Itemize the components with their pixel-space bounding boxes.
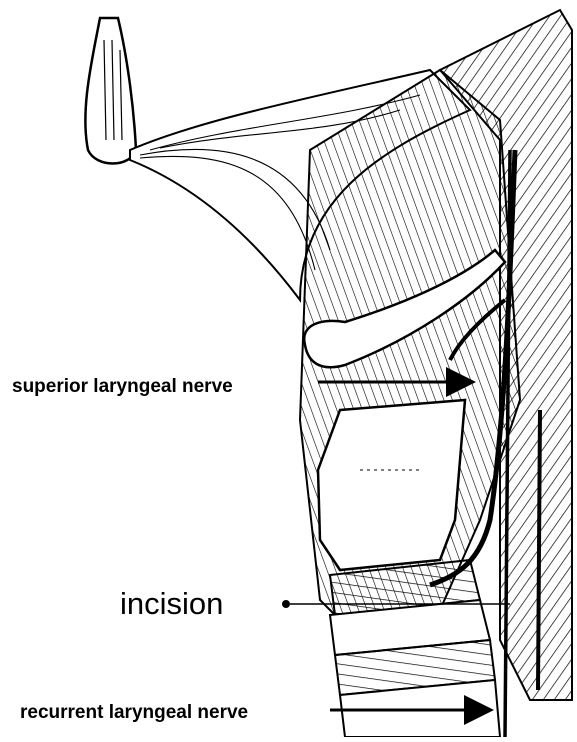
hyoid-process [85, 18, 136, 164]
thyroid-cartilage [318, 400, 465, 570]
superior-laryngeal-nerve-label: superior laryngeal nerve [10, 376, 235, 398]
recurrent-laryngeal-nerve-label: recurrent laryngeal nerve [18, 702, 250, 724]
incision-dot [282, 600, 290, 608]
incision-label: incision [118, 586, 225, 622]
